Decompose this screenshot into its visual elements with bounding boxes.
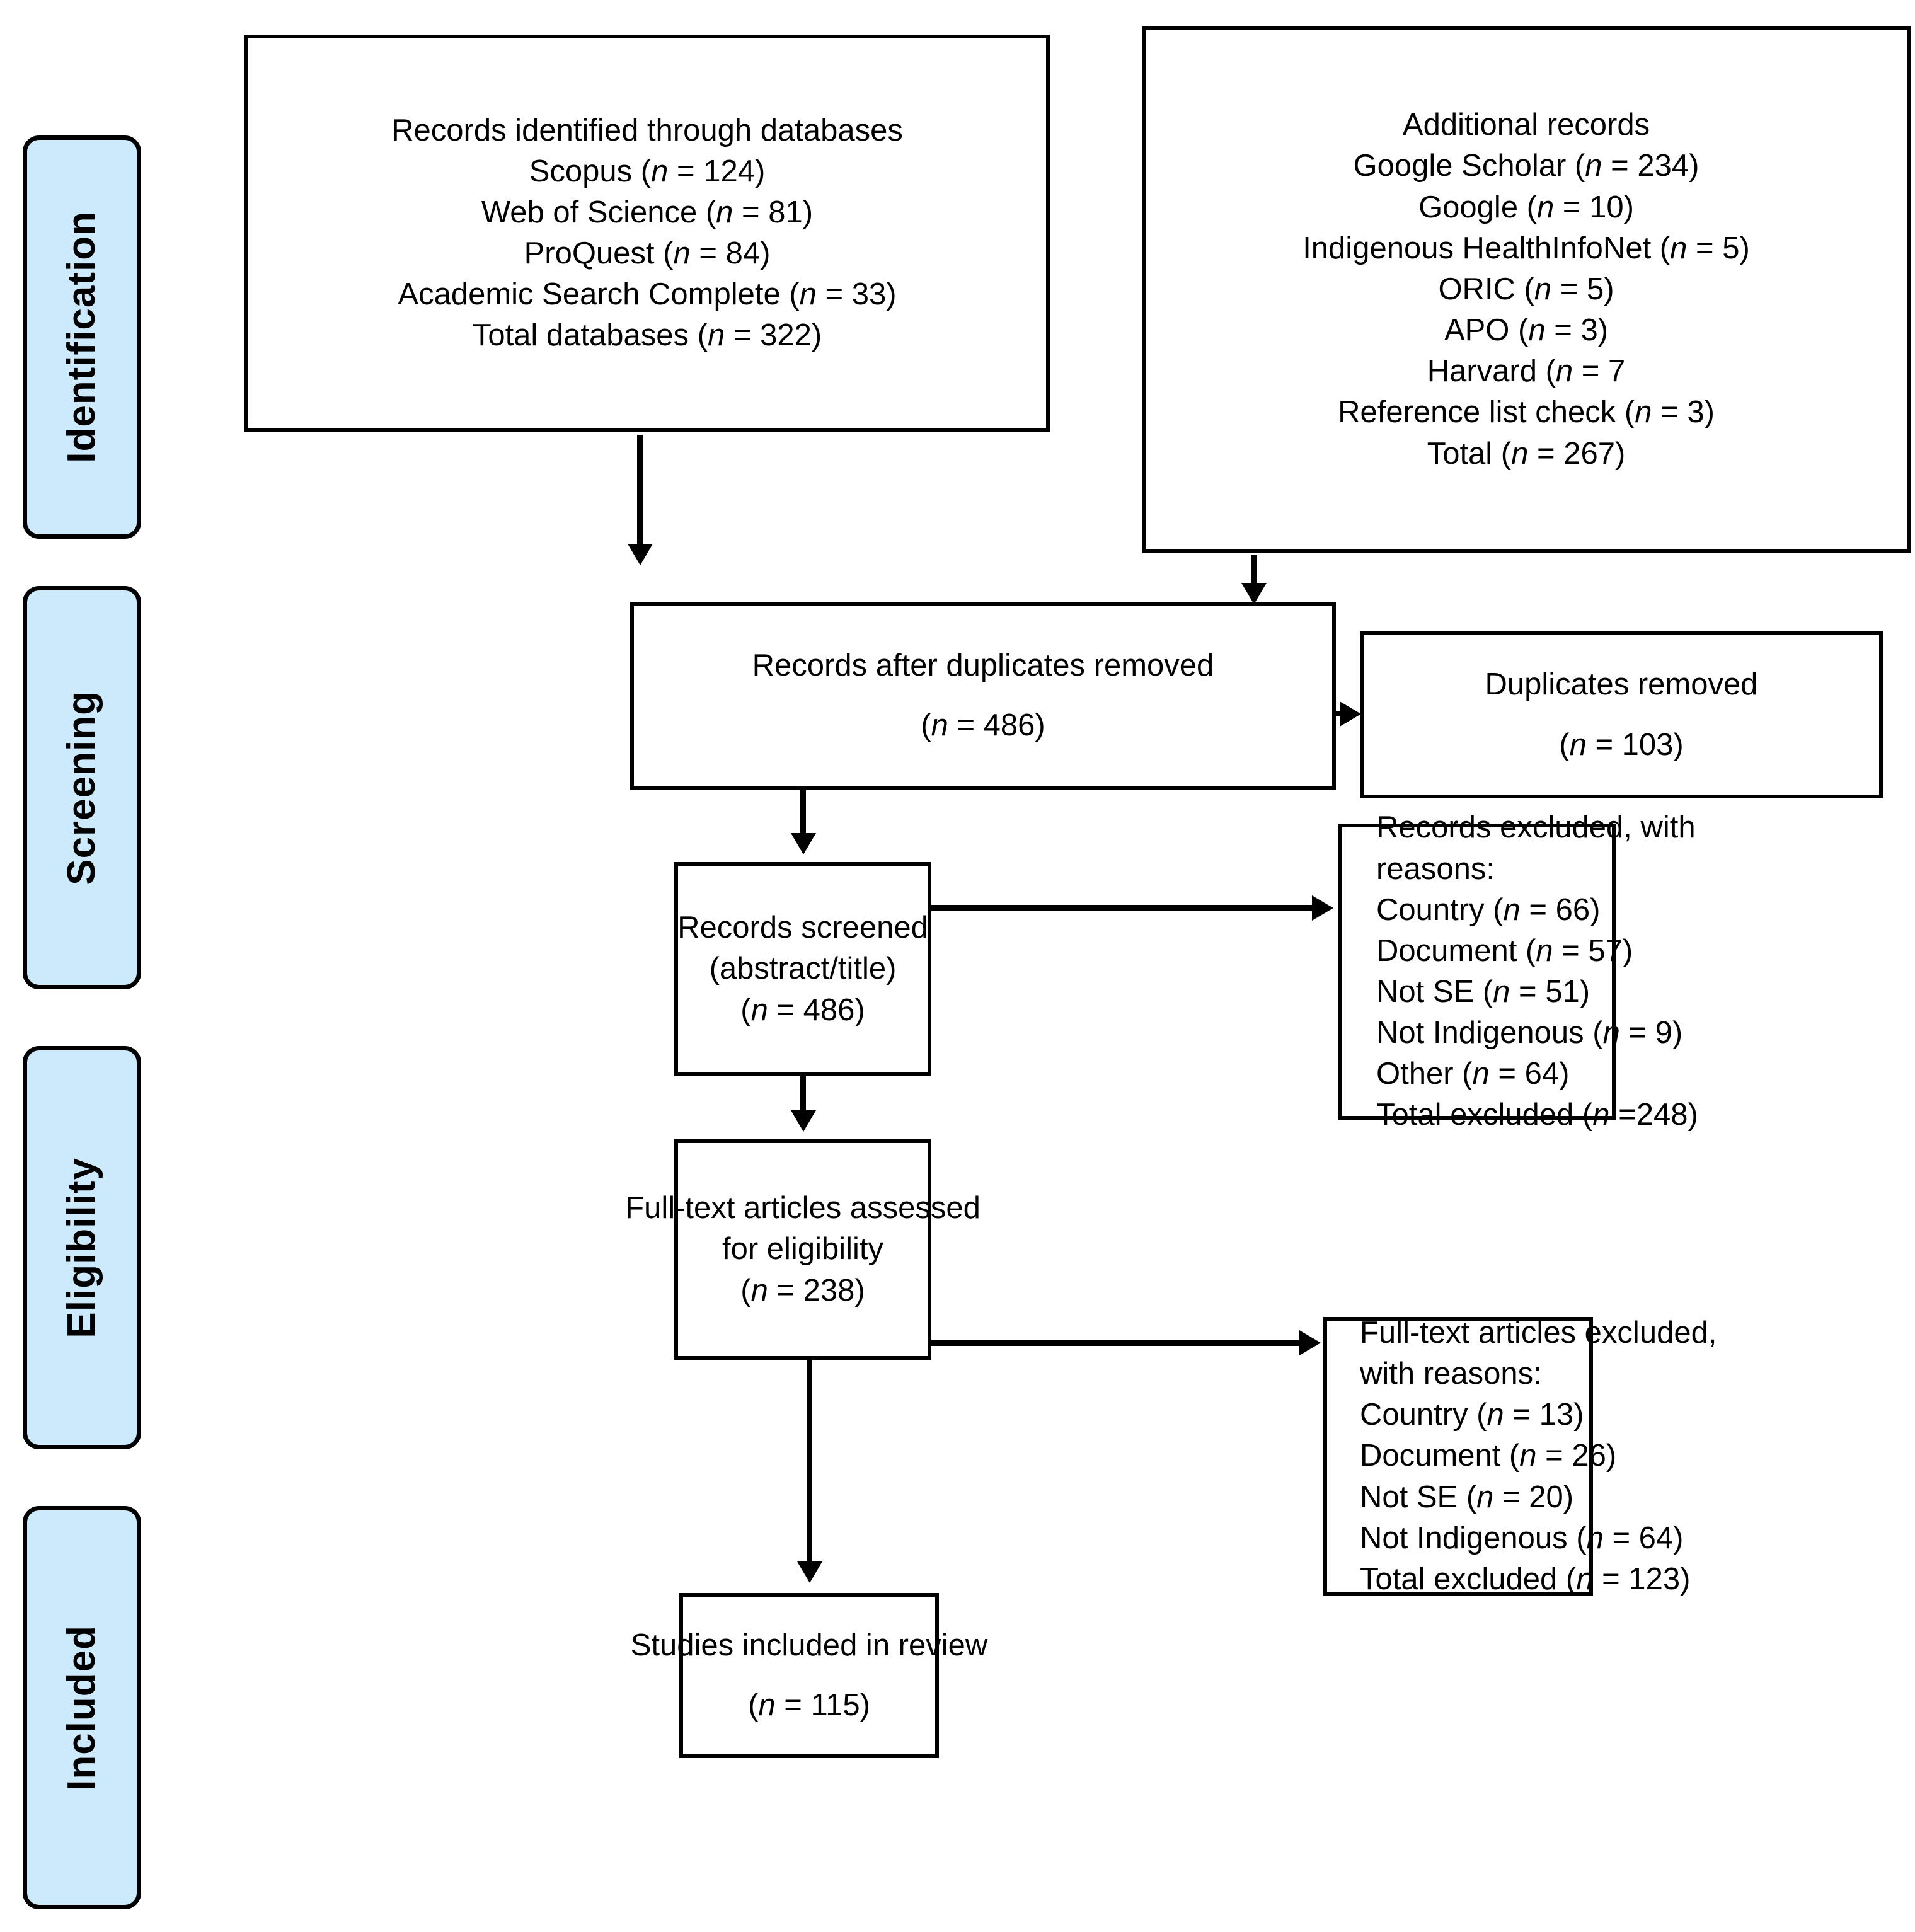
box-line: Not Indigenous (n = 9) xyxy=(1376,1016,1683,1050)
box-fulltext-excluded: Full-text articles excluded, with reason… xyxy=(1323,1316,1717,1596)
box-line: Other (n = 64) xyxy=(1376,1057,1570,1091)
box-line: Full-text articles assessed xyxy=(625,1191,981,1226)
box-line: Harvard (n = 7 xyxy=(1427,354,1626,389)
box-line: with reasons: xyxy=(1360,1357,1542,1391)
box-records-after-duplicates: Records after duplicates removed (n = 48… xyxy=(630,602,1336,790)
box-line: Total databases (n = 322) xyxy=(472,318,822,353)
box-line: (n = 486) xyxy=(740,992,865,1027)
arrowhead-dedup-to-duplicates xyxy=(1340,701,1361,727)
box-line: Additional records xyxy=(1402,108,1650,142)
box-line: (n = 486) xyxy=(921,708,1045,742)
box-line: Records excluded, with xyxy=(1376,810,1696,845)
box-duplicates-removed: Duplicates removed (n = 103) xyxy=(1360,631,1883,798)
connector-additional-to-dedup xyxy=(1251,555,1257,599)
connector-dedup-to-screened xyxy=(800,790,806,841)
connector-screened-to-excluded xyxy=(931,905,1316,911)
box-line: Country (n = 66) xyxy=(1376,892,1601,927)
box-additional-records: Additional records Google Scholar (n = 2… xyxy=(1142,26,1911,553)
box-line: Reference list check (n = 3) xyxy=(1338,395,1715,430)
box-line: Records screened xyxy=(677,911,928,945)
box-line: ProQuest (n = 84) xyxy=(524,236,771,270)
box-records-identified-databases: Records identified through databases Sco… xyxy=(244,35,1050,432)
phase-tab-screening-label: Screening xyxy=(60,690,103,885)
box-records-screened: Records screened (abstract/title) (n = 4… xyxy=(674,862,931,1076)
box-line: ORIC (n = 5) xyxy=(1438,272,1614,306)
box-studies-included: Studies included in review (n = 115) xyxy=(631,1593,987,1758)
box-line: (n = 103) xyxy=(1559,727,1684,762)
box-line: Academic Search Complete (n = 33) xyxy=(398,277,897,312)
box-line: (n = 115) xyxy=(748,1688,870,1722)
box-line: Studies included in review xyxy=(630,1628,988,1662)
box-line: Total (n = 267) xyxy=(1427,436,1626,471)
box-line: Google (n = 10) xyxy=(1418,190,1634,224)
phase-tab-identification[interactable]: Identification xyxy=(23,135,141,539)
phase-tab-eligibility-label: Eligibility xyxy=(60,1157,103,1338)
box-records-excluded: Records excluded, with reasons: Country … xyxy=(1338,810,1698,1132)
box-line: (n = 238) xyxy=(740,1273,865,1308)
box-line: Records after duplicates removed xyxy=(752,648,1214,682)
box-line: (abstract/title) xyxy=(709,952,897,986)
arrowhead-databases-to-dedup xyxy=(628,544,653,565)
connector-screened-to-fulltext xyxy=(800,1076,806,1118)
box-fulltext-assessed: Full-text articles assessed for eligibil… xyxy=(625,1139,981,1360)
box-line: APO (n = 3) xyxy=(1444,313,1609,348)
box-line: Full-text articles excluded, xyxy=(1360,1315,1717,1350)
arrowhead-fulltext-to-excluded xyxy=(1299,1330,1321,1355)
box-line: Records identified through databases xyxy=(391,113,903,147)
phase-tab-included-label: Included xyxy=(60,1624,103,1791)
phase-tab-eligibility[interactable]: Eligibility xyxy=(23,1046,141,1449)
box-line: reasons: xyxy=(1376,851,1495,886)
box-line: Not Indigenous (n = 64) xyxy=(1360,1521,1684,1555)
box-line: Scopus (n = 124) xyxy=(529,154,766,188)
arrowhead-screened-to-fulltext xyxy=(791,1110,816,1132)
connector-fulltext-to-included xyxy=(807,1360,812,1568)
box-line: Indigenous HealthInfoNet (n = 5) xyxy=(1303,231,1750,265)
phase-tab-identification-label: Identification xyxy=(60,211,103,463)
phase-tab-included[interactable]: Included xyxy=(23,1506,141,1909)
box-line: Not SE (n = 51) xyxy=(1376,975,1590,1009)
phase-tab-screening[interactable]: Screening xyxy=(23,586,141,989)
arrowhead-fulltext-to-included xyxy=(797,1561,822,1583)
arrowhead-additional-to-dedup xyxy=(1241,583,1267,604)
connector-fulltext-to-excluded xyxy=(931,1340,1303,1346)
arrowhead-screened-to-excluded xyxy=(1312,895,1333,921)
box-line: Country (n = 13) xyxy=(1360,1398,1584,1432)
box-line: for eligibility xyxy=(722,1232,883,1267)
arrowhead-dedup-to-screened xyxy=(791,833,816,854)
box-line: Total excluded (n = 123) xyxy=(1360,1561,1691,1596)
box-line: Duplicates removed xyxy=(1485,667,1758,702)
box-line: Web of Science (n = 81) xyxy=(481,195,814,229)
box-line: Google Scholar (n = 234) xyxy=(1353,149,1699,183)
box-line: Total excluded (n =248) xyxy=(1376,1098,1698,1132)
box-line: Document (n = 26) xyxy=(1360,1439,1617,1473)
box-line: Not SE (n = 20) xyxy=(1360,1480,1574,1514)
connector-databases-to-dedup xyxy=(637,435,643,551)
box-line: Document (n = 57) xyxy=(1376,933,1633,968)
